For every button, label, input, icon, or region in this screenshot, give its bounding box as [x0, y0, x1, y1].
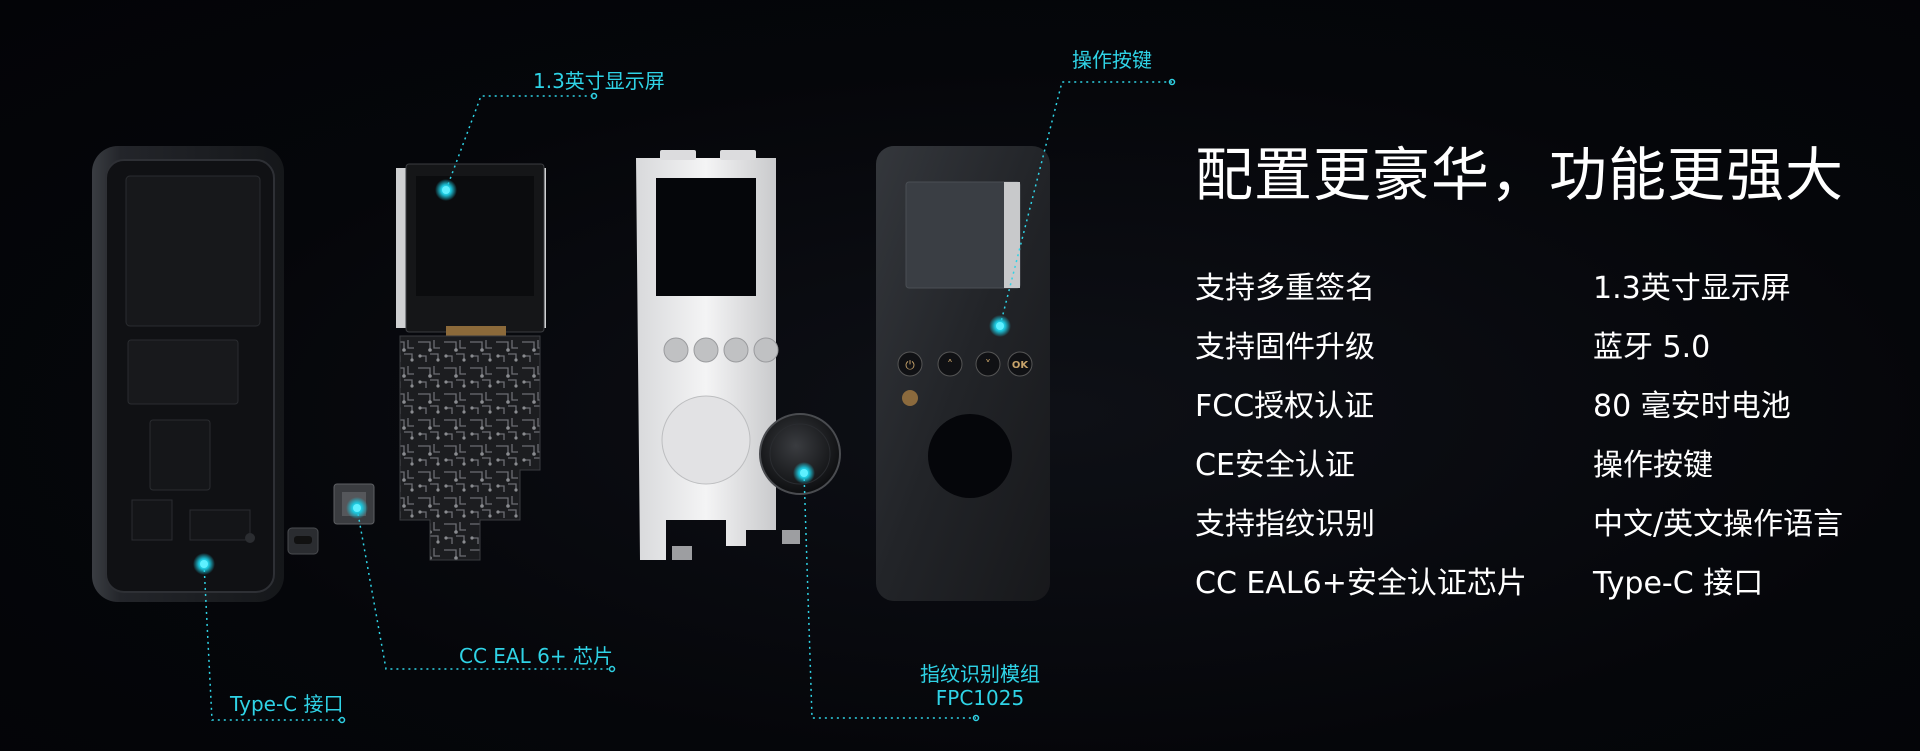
- feature-item: 中文/英文操作语言: [1593, 507, 1844, 542]
- callout-dots: [193, 179, 1011, 575]
- callout-lines: [203, 78, 1176, 724]
- callout-display-label: 1.3英寸显示屏: [533, 69, 665, 93]
- feature-item: 操作按键: [1593, 448, 1713, 483]
- svg-text:˅: ˅: [985, 358, 991, 372]
- headline: 配置更豪华，功能更强大: [1195, 141, 1845, 209]
- feature-item: Type-C 接口: [1593, 566, 1764, 601]
- feature-item: 1.3英寸显示屏: [1593, 271, 1791, 306]
- back-case: [92, 146, 284, 602]
- typec-connector-part: [287, 527, 319, 555]
- callout-buttons-label: 操作按键: [1072, 48, 1152, 72]
- feature-item: 80 毫安时电池: [1593, 389, 1791, 424]
- callout-fingerprint-label: 指纹识别模组 FPC1025: [900, 662, 1060, 710]
- feature-item: 蓝牙 5.0: [1593, 330, 1711, 365]
- callout-typec-label: Type-C 接口: [230, 692, 344, 716]
- svg-text:OK: OK: [1012, 360, 1030, 371]
- svg-text:˄: ˄: [947, 358, 953, 372]
- feature-item: CE安全认证: [1195, 448, 1355, 483]
- fingerprint-module-part: [759, 413, 841, 495]
- callout-chip-label: CC EAL 6+ 芯片: [459, 644, 613, 668]
- display-pcb-assembly: [396, 163, 546, 561]
- feature-item: 支持多重签名: [1195, 271, 1375, 306]
- feature-item: CC EAL6+安全认证芯片: [1195, 566, 1527, 601]
- feature-item: 支持指纹识别: [1195, 507, 1375, 542]
- inner-frame: [636, 150, 800, 560]
- callout-fingerprint-line1: 指纹识别模组: [920, 662, 1040, 686]
- feature-item: FCC授权认证: [1195, 389, 1375, 424]
- front-panel: ⏻ ˄ ˅ OK: [876, 146, 1050, 601]
- svg-text:⏻: ⏻: [905, 358, 915, 372]
- callout-fingerprint-line2: FPC1025: [935, 686, 1025, 710]
- feature-list: 支持多重签名 1.3英寸显示屏 支持固件升级 蓝牙 5.0 FCC授权认证 80…: [1195, 270, 1895, 602]
- feature-item: 支持固件升级: [1195, 330, 1375, 365]
